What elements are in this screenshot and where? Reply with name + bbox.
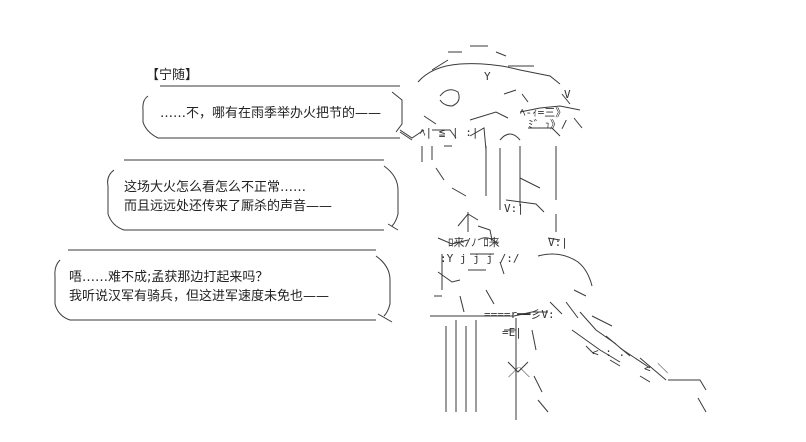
speech-bubble-2-text: 这场大火怎么看怎么不正常…… 而且远远处还传来了厮杀的声音——: [124, 178, 332, 216]
bubble-line: 而且远远处还传来了厮杀的声音——: [124, 199, 333, 214]
speech-bubble-1-text: ……不，哪有在雨季举办火把节的——: [160, 104, 381, 123]
svg-text:< : .: < : .: [592, 346, 625, 359]
bubble-line: ……不，哪有在雨季举办火把节的——: [160, 106, 382, 121]
svg-text:ﾐ゛ｭ》/: ﾐ゛ｭ》/: [528, 118, 568, 131]
speech-bubble-2: [107, 159, 399, 231]
svg-text:ﾍ-ｨ=三》: ﾍ-ｨ=三》: [520, 106, 566, 119]
svg-text:ﾛ来/ﾉ ﾛ来: ﾛ来/ﾉ ﾛ来: [448, 236, 500, 249]
bubble-line: 这场大火怎么看怎么不正常……: [124, 180, 307, 195]
svg-text::Y j j j /:/: :Y j j j /:/: [440, 252, 519, 265]
svg-text:Y: Y: [484, 70, 491, 83]
svg-text:====r━━彡V:: ====r━━彡V:: [484, 308, 555, 321]
speaker-name-tag: 【宁随】: [146, 68, 199, 83]
svg-text:V:|: V:|: [548, 236, 568, 249]
svg-text:< ＼: < ＼: [644, 362, 668, 375]
svg-text:=E|: =E|: [502, 326, 522, 339]
svg-text:V: V: [564, 88, 571, 101]
bubble-line: 我听说汉军有骑兵，但这进军速度未免也——: [69, 289, 330, 304]
speech-bubble-3-text: 唔……难不成;孟获那边打起来吗？ 我听说汉军有骑兵，但这进军速度未免也——: [69, 268, 329, 306]
svg-text:ﾍ| ≦ | :|: ﾍ| ≦ | :|: [420, 126, 478, 139]
speech-bubble-1: [142, 85, 413, 141]
svg-text:V:|: V:|: [504, 202, 524, 215]
bubble-line: 唔……难不成;孟获那边打起来吗？: [69, 270, 269, 285]
character-line-art: [399, 45, 707, 420]
speech-bubble-3: [54, 249, 393, 323]
svg-text:／＼: ／＼: [508, 366, 530, 379]
ascii-glyph-fragments: Y V ﾐ゛ｭ》/ ﾍ-ｨ=三》 ﾍ| ≦ | :| V:| ﾛ来/ﾉ ﾛ来 V…: [420, 70, 668, 379]
